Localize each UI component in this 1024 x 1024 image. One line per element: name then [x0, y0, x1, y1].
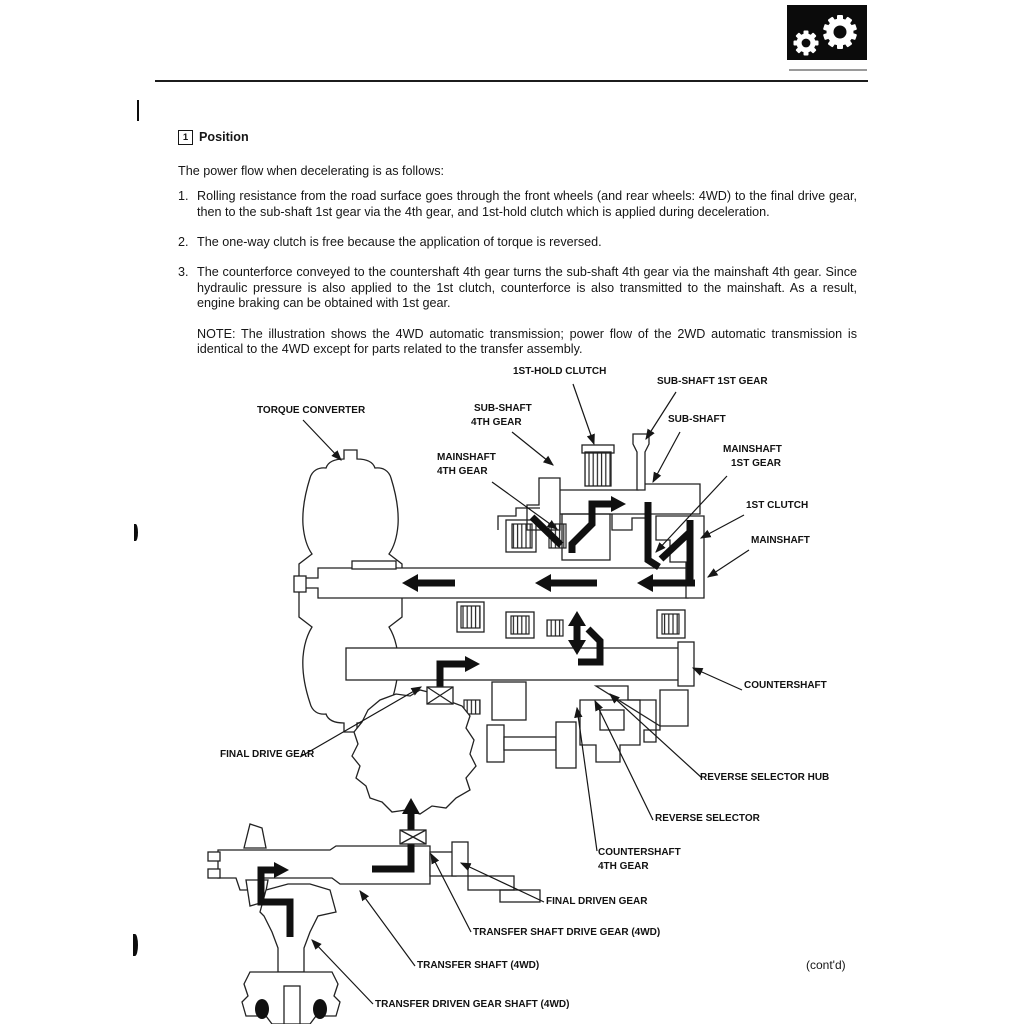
label-torque-converter: TORQUE CONVERTER — [257, 405, 366, 416]
item-number: 3. — [178, 264, 189, 279]
scan-artifact — [134, 524, 138, 541]
label-mainshaft-4th-gear-line1: MAINSHAFT — [437, 452, 496, 463]
label-transfer-driven-gear-shaft: TRANSFER DRIVEN GEAR SHAFT (4WD) — [375, 999, 570, 1010]
header-rule — [155, 80, 868, 82]
label-mainshaft-1st-gear-line2: 1ST GEAR — [731, 458, 782, 469]
final-drive-gear-shape — [351, 689, 477, 815]
label-mainshaft-4th-gear-line2: 4TH GEAR — [437, 466, 488, 477]
reverse-selector-assembly — [486, 681, 689, 769]
continued-marker: (cont'd) — [806, 958, 846, 972]
sub-shaft-assembly — [497, 433, 701, 531]
label-1st-hold-clutch: 1ST-HOLD CLUTCH — [513, 366, 607, 377]
list-item: 3. The counterforce conveyed to the coun… — [178, 265, 857, 312]
label-final-drive-gear: FINAL DRIVE GEAR — [220, 749, 315, 760]
intro-paragraph: The power flow when decelerating is as f… — [178, 163, 444, 178]
icon-underline — [789, 69, 867, 71]
label-countershaft-4th-gear-line1: COUNTERSHAFT — [598, 847, 681, 858]
label-leaders — [299, 383, 750, 1005]
gears-icon — [787, 5, 867, 60]
section-number-box: 1 — [178, 130, 193, 146]
label-sub-shaft: SUB-SHAFT — [668, 414, 726, 425]
small-gear — [793, 30, 819, 56]
label-sub-shaft-4th-gear-line2: 4TH GEAR — [471, 417, 522, 428]
label-transfer-shaft: TRANSFER SHAFT (4WD) — [417, 960, 540, 971]
transfer-assembly — [207, 823, 541, 1024]
label-mainshaft-1st-gear-line1: MAINSHAFT — [723, 444, 782, 455]
list-item: 1. Rolling resistance from the road surf… — [178, 189, 857, 220]
item-text: Rolling resistance from the road surface… — [197, 189, 857, 219]
label-countershaft-4th-gear-line2: 4TH GEAR — [598, 861, 649, 872]
transfer-driven-gear-shaft-shape — [259, 883, 337, 973]
gear-clusters-lower — [456, 601, 686, 715]
item-number: 2. — [178, 235, 189, 250]
item-text: The counterforce conveyed to the counter… — [197, 264, 857, 311]
label-reverse-selector-hub: REVERSE SELECTOR HUB — [700, 772, 830, 783]
scan-artifact — [137, 100, 139, 121]
label-transfer-shaft-drive-gear: TRANSFER SHAFT DRIVE GEAR (4WD) — [473, 927, 661, 938]
label-final-driven-gear: FINAL DRIVEN GEAR — [546, 896, 648, 907]
label-countershaft: COUNTERSHAFT — [744, 680, 827, 691]
scan-artifact — [133, 934, 138, 956]
item-text: The one-way clutch is free because the a… — [197, 235, 602, 250]
body-text: 1 Position The power flow when decelerat… — [178, 130, 857, 358]
label-1st-clutch: 1ST CLUTCH — [746, 500, 809, 511]
item-number: 1. — [178, 189, 189, 204]
countershaft-shape — [345, 641, 695, 687]
large-gear — [823, 15, 857, 49]
label-sub-shaft-4th-gear-line1: SUB-SHAFT — [474, 403, 532, 414]
section-heading: 1 Position — [178, 130, 857, 146]
label-reverse-selector: REVERSE SELECTOR — [655, 813, 760, 824]
list-item: 2. The one-way clutch is free because th… — [178, 235, 857, 251]
section-title: Position — [199, 130, 249, 144]
note-paragraph: NOTE: The illustration shows the 4WD aut… — [197, 326, 857, 357]
label-mainshaft: MAINSHAFT — [751, 535, 810, 546]
label-sub-shaft-1st-gear: SUB-SHAFT 1ST GEAR — [657, 376, 768, 387]
sub-shaft-1st-gear-shape — [632, 433, 650, 491]
mainshaft-shape — [293, 560, 689, 599]
gear-mesh-symbols — [399, 686, 454, 845]
